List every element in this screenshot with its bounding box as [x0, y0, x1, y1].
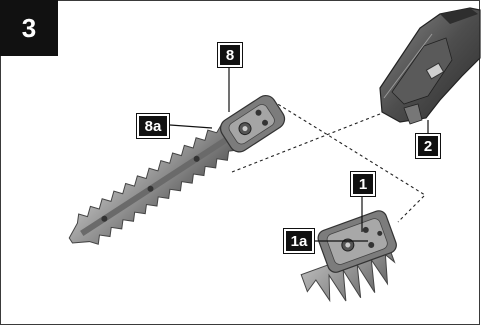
- callout-8: 8: [217, 42, 243, 68]
- callout-1a: 1a: [283, 228, 315, 254]
- hedge-blade-icon: [68, 94, 286, 245]
- callout-1: 1: [350, 171, 376, 197]
- callout-2: 2: [415, 133, 441, 159]
- callout-8a: 8a: [136, 113, 170, 139]
- leader-lines: [169, 66, 429, 242]
- assembly-guide-lines: [231, 97, 426, 223]
- shrub-blade-icon: [300, 210, 397, 303]
- tool-body-icon: [379, 7, 481, 125]
- figure-number: 3: [0, 0, 58, 56]
